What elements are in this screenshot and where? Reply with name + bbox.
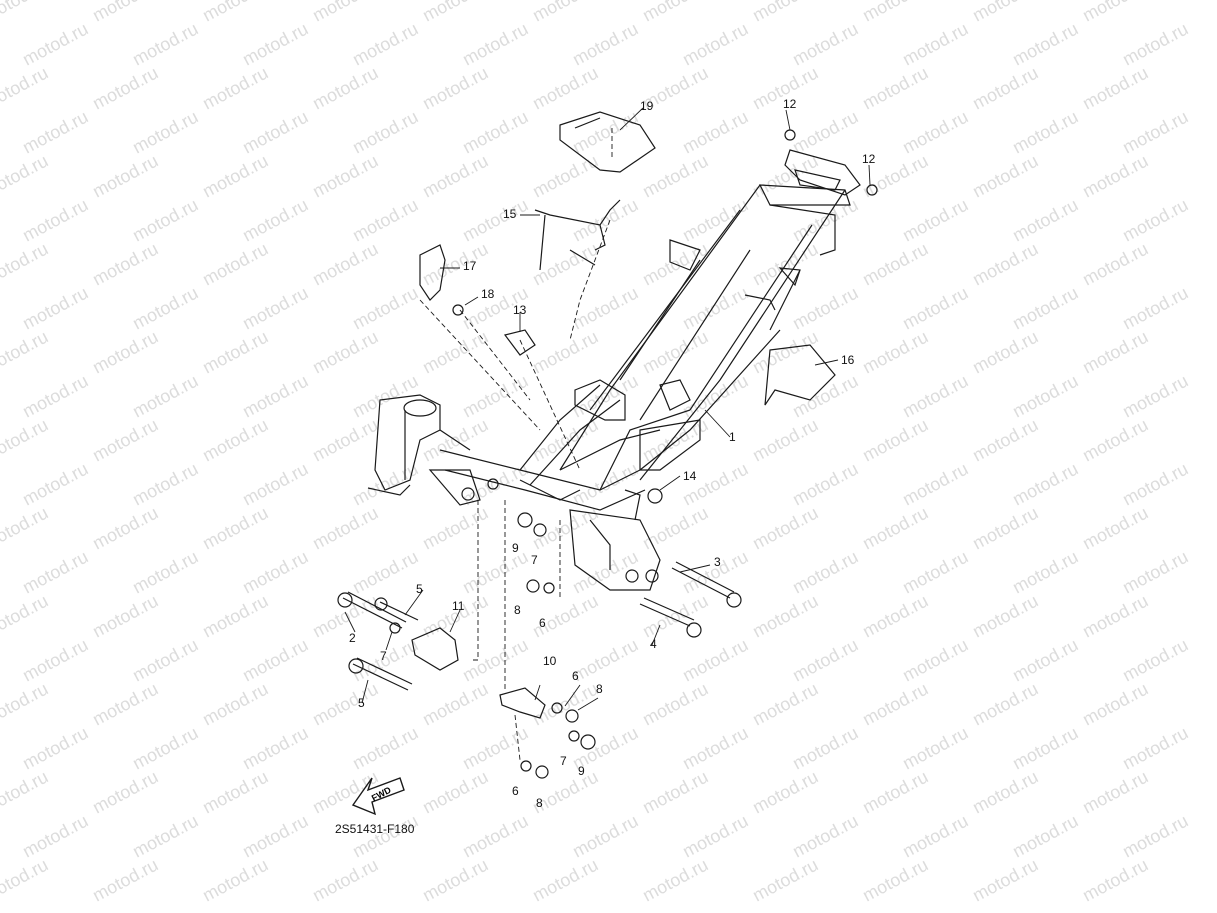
part-2-bolt xyxy=(342,591,407,629)
callout-1: 1 xyxy=(729,430,736,444)
callout-8: 8 xyxy=(536,796,543,810)
part-16-plate xyxy=(764,344,836,406)
callout-10: 10 xyxy=(543,654,557,668)
part-18-bolt xyxy=(452,304,464,316)
callout-7: 7 xyxy=(560,754,567,768)
leader-lines xyxy=(419,128,613,761)
callout-6: 6 xyxy=(539,616,546,630)
callout-6: 6 xyxy=(512,784,519,798)
callout-15: 15 xyxy=(503,207,517,221)
callout-12: 12 xyxy=(862,152,876,166)
callout-9: 9 xyxy=(578,764,585,778)
part-13-clip xyxy=(503,329,536,356)
callout-8: 8 xyxy=(596,682,603,696)
part-12-ring xyxy=(866,184,878,196)
callout-14: 14 xyxy=(683,469,697,483)
part-17-bracket xyxy=(419,244,446,301)
callout-7: 7 xyxy=(531,553,538,567)
main-frame xyxy=(367,149,861,591)
callout-3: 3 xyxy=(714,555,721,569)
callout-8: 8 xyxy=(514,603,521,617)
part-10-bracket xyxy=(499,687,546,719)
callout-9: 9 xyxy=(512,541,519,555)
callout-18: 18 xyxy=(481,287,495,301)
callout-13: 13 xyxy=(513,303,527,317)
callout-7: 7 xyxy=(380,649,387,663)
diagram-code: 2S51431-F180 xyxy=(335,822,415,836)
callout-5: 5 xyxy=(358,696,365,710)
callout-11: 11 xyxy=(452,599,465,613)
part-19-cover xyxy=(559,111,656,173)
callout-16: 16 xyxy=(841,353,855,367)
leader-solid xyxy=(344,107,871,711)
callout-19: 19 xyxy=(640,99,654,113)
part-15-bracket xyxy=(534,199,621,271)
callout-6: 6 xyxy=(572,669,579,683)
callout-5: 5 xyxy=(416,582,423,596)
part-11-bracket xyxy=(411,627,459,671)
callout-4: 4 xyxy=(650,637,657,651)
fwd-arrow-icon xyxy=(351,777,405,816)
part-3-bolt xyxy=(671,561,735,599)
callout-17: 17 xyxy=(463,259,477,273)
callout-12: 12 xyxy=(783,97,797,111)
callout-2: 2 xyxy=(349,631,356,645)
part-4-bolt xyxy=(639,597,695,627)
fasteners xyxy=(389,512,596,779)
part-12-ring xyxy=(784,129,796,141)
